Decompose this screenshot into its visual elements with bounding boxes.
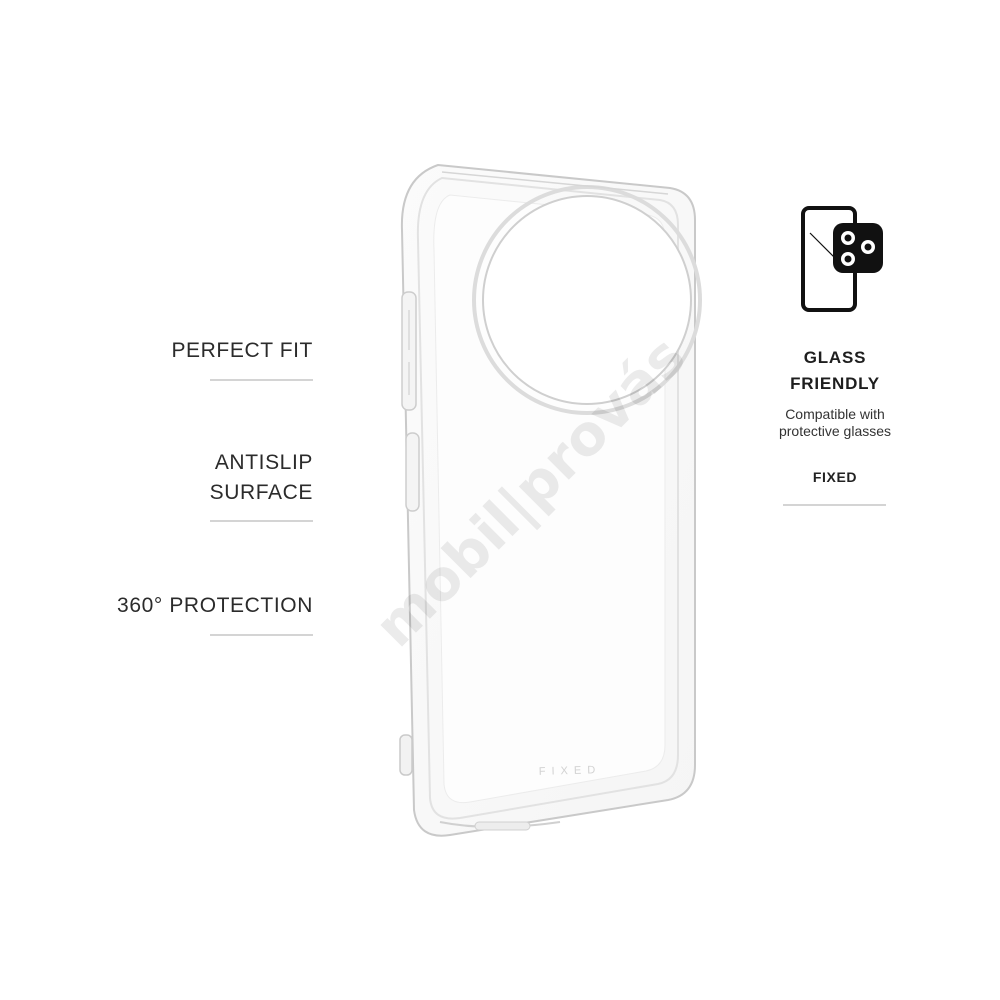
feature-antislip-surface: ANTISLIP SURFACE [209,451,313,504]
phone-case-illustration [380,150,720,850]
badge-title-line2: FRIENDLY [790,374,880,393]
badge-title: GLASS FRIENDLY [760,345,910,397]
badge-description: Compatible with protective glasses [778,406,892,439]
badge-divider [783,504,886,506]
feature-divider [210,379,313,381]
badge-title-line1: GLASS [803,348,867,367]
feature-360-protection: 360° PROTECTION [117,594,313,617]
case-logo-engraving: FIXED [538,764,602,778]
feature-divider [210,520,313,522]
feature-divider [210,634,313,636]
phone-camera-glass-icon [800,205,886,315]
feature-perfect-fit: PERFECT FIT [171,339,313,362]
badge-brand: FIXED [812,469,858,485]
